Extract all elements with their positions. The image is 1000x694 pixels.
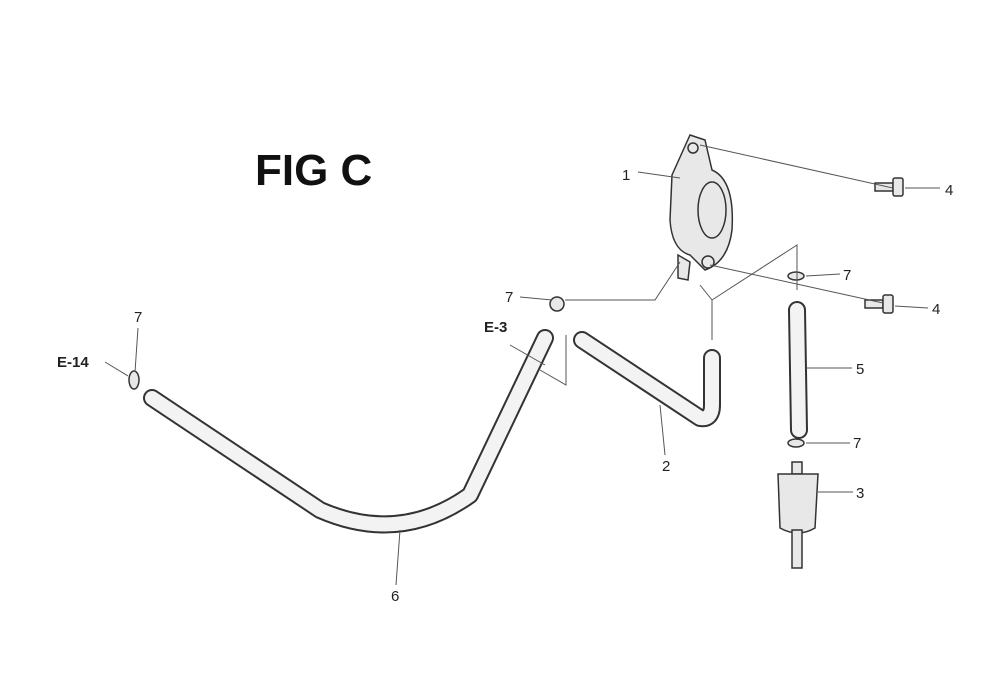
callout-7-left: 7 [134,309,142,326]
callout-6: 6 [391,588,399,605]
bolt-lower [864,294,894,314]
callout-4-lower: 4 [932,301,940,318]
leader-lines [104,144,940,586]
callout-7-upper-right: 7 [843,267,851,284]
hose-5 [788,301,808,439]
callout-2: 2 [662,458,670,475]
clip-mid [549,296,565,312]
clip-left [128,370,140,390]
callout-5: 5 [856,361,864,378]
fuel-valve [669,134,734,281]
callout-1: 1 [622,167,630,184]
callout-4-upper: 4 [945,182,953,199]
callout-7-mid: 7 [505,289,513,306]
fuel-filter [777,461,819,569]
clip-lower-right [787,438,805,448]
reference-e3: E-3 [484,319,507,336]
figure-title: FIG C [255,146,372,195]
hose-2 [573,331,721,428]
hose-6 [143,329,554,534]
callout-3: 3 [856,485,864,502]
bolt-upper [874,177,904,197]
callout-7-lower-right: 7 [853,435,861,452]
reference-e14: E-14 [57,354,89,371]
clip-upper-right [787,271,805,281]
